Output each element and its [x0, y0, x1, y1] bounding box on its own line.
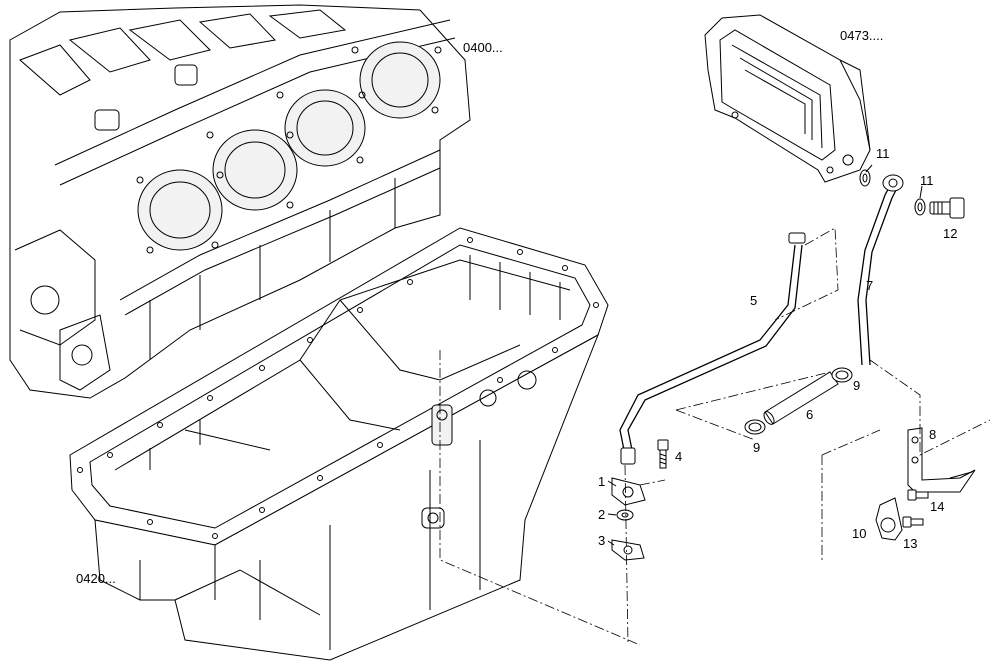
engine-block [9, 4, 471, 399]
screw-14 [907, 489, 929, 501]
oil-pan [69, 227, 609, 661]
callout-12: 12 [943, 226, 957, 241]
callout-11b: 11 [920, 173, 934, 188]
assembly-lines [439, 227, 991, 646]
callout-5: 5 [750, 293, 757, 308]
callout-14: 14 [930, 499, 944, 514]
callout-13: 13 [903, 536, 917, 551]
callout-10: 10 [852, 526, 866, 541]
callout-4: 4 [675, 449, 682, 464]
callout-2: 2 [598, 507, 605, 522]
gasket-3 [611, 539, 645, 561]
callout-9a: 9 [753, 440, 760, 455]
callout-6: 6 [806, 407, 813, 422]
banjo-bolt-12 [929, 197, 965, 219]
ref-engine-block: 0400... [463, 40, 503, 55]
oil-cooler [704, 14, 871, 183]
callout-7: 7 [866, 278, 873, 293]
flange-bolt-holes [77, 237, 599, 539]
ref-oil-cooler: 0473.... [840, 28, 883, 43]
callout-1: 1 [598, 474, 605, 489]
callout-11a: 11 [876, 146, 890, 161]
bracket-8 [907, 427, 976, 493]
callout-9b: 9 [853, 378, 860, 393]
head-bolt-holes [136, 46, 442, 254]
leader-lines [607, 164, 923, 546]
washer-2 [616, 509, 634, 521]
hose-clamps-9 [744, 367, 853, 435]
pipe-clip-10 [875, 497, 903, 541]
reference-labels: 0400... 0473.... 0420... [76, 28, 883, 586]
cylinder-bores [137, 41, 441, 251]
screw-13 [902, 516, 924, 528]
callout-8: 8 [929, 427, 936, 442]
part-callouts: 1 2 3 4 5 6 7 8 9 9 10 11 11 12 13 14 [598, 146, 957, 551]
seal-rings-11 [859, 169, 926, 216]
bolt-4 [657, 439, 669, 469]
pipe-7 [857, 174, 904, 366]
pipe-5 [619, 232, 806, 465]
flange-1 [611, 477, 646, 506]
callout-3: 3 [598, 533, 605, 548]
ref-oil-pan: 0420... [76, 571, 116, 586]
hose-6 [763, 371, 839, 425]
